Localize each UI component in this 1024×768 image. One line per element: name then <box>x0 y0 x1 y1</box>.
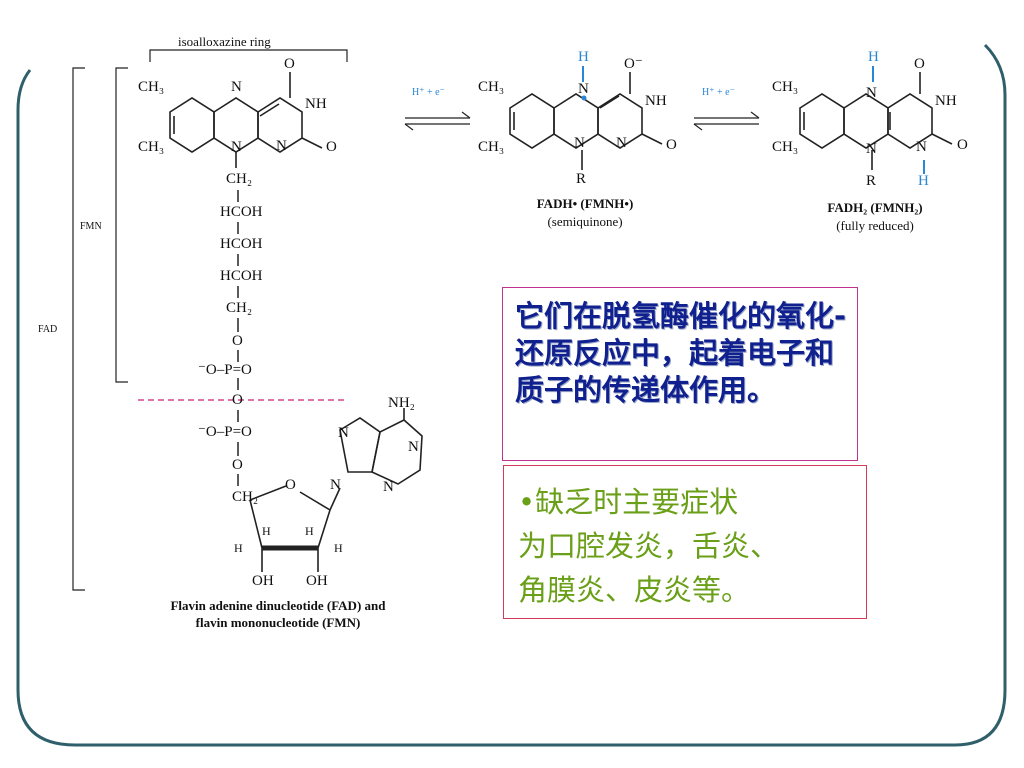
phosphate-group-2: ⁻O–P=O <box>198 424 252 440</box>
arrow-semiquinone-reduced <box>693 111 760 131</box>
reduced-n5: N <box>866 85 877 101</box>
atom-o-ester-1: O <box>232 333 243 349</box>
adenine-ring <box>339 408 423 485</box>
reduced-name: FADH₂ (FMNH₂) <box>827 200 923 215</box>
ribose-oh-1: OH <box>252 573 274 589</box>
isoalloxazine-label: isoalloxazine ring <box>178 34 271 49</box>
deficiency-line-1: •缺乏时主要症状 <box>518 485 739 519</box>
atom-o2: O <box>326 139 337 155</box>
atom-n10: N <box>231 139 242 155</box>
arrow-label-1: H⁺ + e⁻ <box>412 87 445 98</box>
reduced-nh: NH <box>935 93 957 109</box>
reduced-desc: (fully reduced) <box>836 218 914 233</box>
semiquinone-ch3-bottom: CH₃ <box>478 139 505 155</box>
reduced-ch3-bottom: CH₃ <box>772 139 799 155</box>
semiquinone-ch3-top: CH₃ <box>478 79 505 95</box>
ribose-h-1: H <box>262 524 271 538</box>
isoalloxazine-bracket <box>149 49 348 62</box>
chain-ch2-bottom: CH₂ <box>226 300 253 316</box>
atom-o-ester-2: O <box>232 457 243 473</box>
ribose-oh-2: OH <box>306 573 328 589</box>
adenine-n3: N <box>383 479 394 495</box>
atom-nh3: NH <box>305 96 327 112</box>
reduced-o2: O <box>957 137 968 153</box>
adenine-n9: N <box>330 477 341 493</box>
atom-ch3-bottom: CH₃ <box>138 139 165 155</box>
ribose-ch2: CH₂ <box>232 489 259 505</box>
atom-o-bridge: O <box>232 392 243 408</box>
semiquinone-n1: N <box>616 135 627 151</box>
semiquinone-n10: N <box>574 135 585 151</box>
ribose-h-3: H <box>234 541 243 555</box>
structure-caption-line2: flavin mononucleotide (FMN) <box>195 615 361 630</box>
phosphate-group-1: ⁻O–P=O <box>198 362 252 378</box>
slide-frame <box>16 43 1007 747</box>
reduced-ch3-top: CH₃ <box>772 79 799 95</box>
arrow-oxidized-semiquinone <box>404 111 471 131</box>
chain-hcoh-3: HCOH <box>220 268 263 284</box>
adenine-n7: N <box>338 425 349 441</box>
chain-hcoh-1: HCOH <box>220 204 263 220</box>
ribose-h-4: H <box>334 541 343 555</box>
function-text-box: 它们在脱氢酶催化的氧化-还原反应中，起着电子和质子的传递体作用。 <box>502 287 858 461</box>
chain-ch2-top: CH₂ <box>226 171 253 187</box>
atom-ch3-top: CH₃ <box>138 79 165 95</box>
reduced-n10: N <box>866 141 877 157</box>
fad-bracket <box>72 67 85 591</box>
atom-o4: O <box>284 56 295 72</box>
ribose-h-2: H <box>305 524 314 538</box>
semiquinone-n5: N <box>578 81 589 97</box>
deficiency-text-box: •缺乏时主要症状 为口腔发炎，舌炎、 角膜炎、皮炎等。 <box>503 465 867 619</box>
deficiency-line-3: 角膜炎、皮炎等。 <box>518 573 751 607</box>
flavin-ring-semiquinone <box>509 72 663 170</box>
semiquinone-r: R <box>576 171 587 187</box>
fad-label: FAD <box>38 324 58 335</box>
ribose-ring <box>249 485 341 572</box>
reduced-o4: O <box>914 56 925 72</box>
radical-dot <box>581 95 587 101</box>
adenine-n1: N <box>408 439 419 455</box>
semiquinone-o2: O <box>666 137 677 153</box>
chain-hcoh-2: HCOH <box>220 236 263 252</box>
semiquinone-name: FADH• (FMNH•) <box>536 196 634 211</box>
flavin-ring-reduced <box>799 72 953 170</box>
reduced-r: R <box>866 173 877 189</box>
atom-n1: N <box>276 138 287 154</box>
deficiency-line-2: 为口腔发炎，舌炎、 <box>518 529 780 563</box>
fmn-label: FMN <box>80 221 102 232</box>
reduced-h-n5: H <box>868 49 879 65</box>
reduced-h-n1: H <box>918 173 929 189</box>
atom-n5: N <box>231 79 242 95</box>
ribose-o: O <box>285 477 296 493</box>
semiquinone-o-minus: O⁻ <box>624 56 643 72</box>
semiquinone-desc: (semiquinone) <box>547 214 623 229</box>
arrow-label-2: H⁺ + e⁻ <box>702 87 735 98</box>
structure-caption-line1: Flavin adenine dinucleotide (FAD) and <box>170 598 386 613</box>
reduced-n1: N <box>916 139 927 155</box>
fmn-bracket <box>115 67 128 383</box>
semiquinone-nh: NH <box>645 93 667 109</box>
adenine-nh2: NH₂ <box>388 395 415 411</box>
semiquinone-h: H <box>578 49 589 65</box>
flavin-ring-left <box>169 72 323 168</box>
